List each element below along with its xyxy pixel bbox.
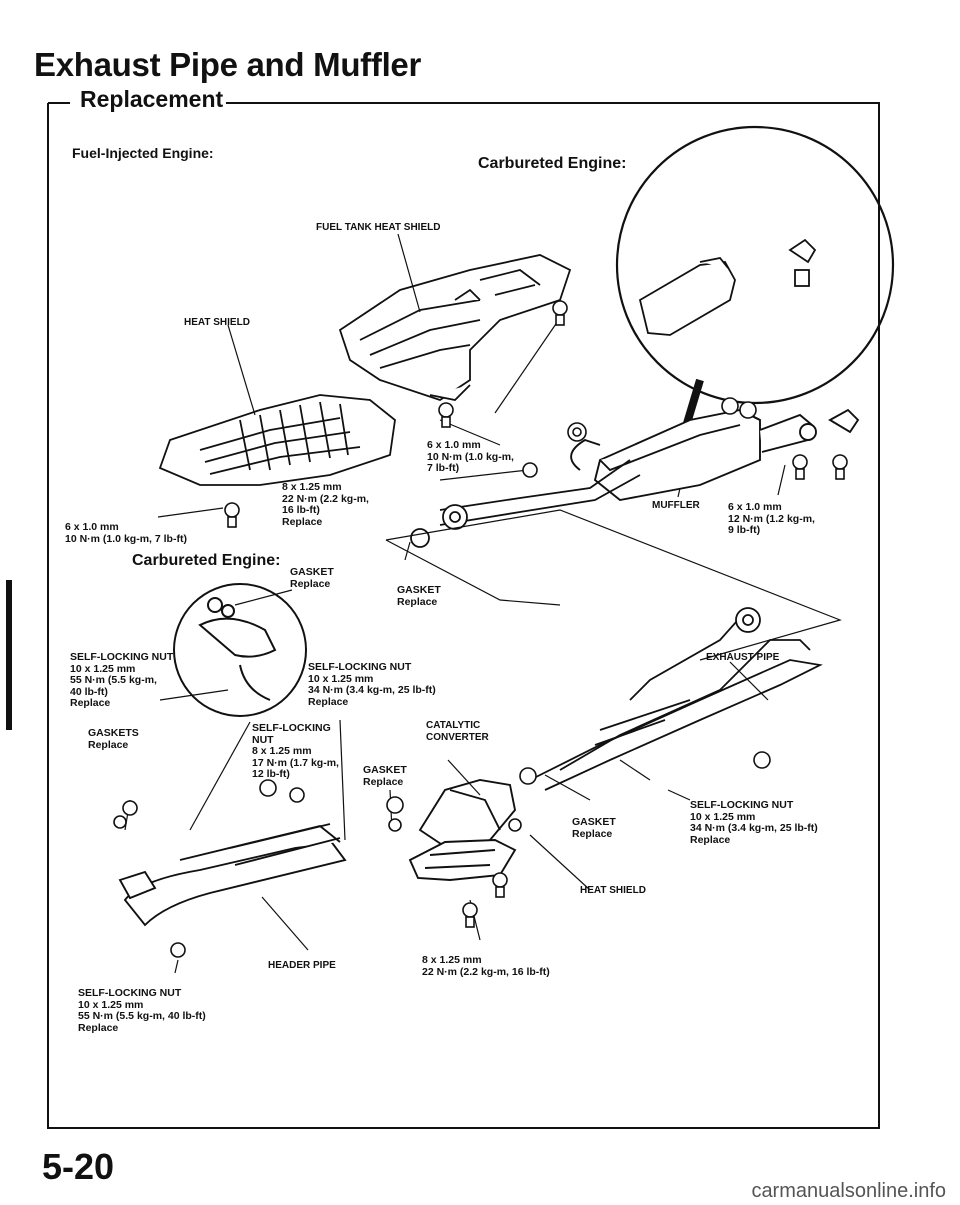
page-number: 5-20 bbox=[42, 1146, 115, 1187]
heat-shield-upper bbox=[158, 394, 396, 486]
label-gasket-d: GASKET Replace bbox=[572, 816, 616, 840]
page-title: Exhaust Pipe and Muffler bbox=[34, 46, 422, 83]
label-gasket-b: GASKET Replace bbox=[397, 584, 441, 608]
header-pipe bbox=[118, 823, 347, 927]
muffler bbox=[570, 408, 860, 502]
spec-self-locking-55nm-bottom: SELF-LOCKING NUT 10 x 1.25 mm 55 N·m (5.… bbox=[78, 987, 206, 1034]
label-exhaust-pipe: EXHAUST PIPE bbox=[706, 652, 780, 663]
section-frame bbox=[47, 102, 880, 1129]
margin-tab bbox=[6, 580, 12, 730]
caption-fuel-injected: Fuel-Injected Engine: bbox=[72, 145, 214, 161]
mid-pipe-upper bbox=[410, 459, 641, 548]
label-muffler: MUFFLER bbox=[652, 500, 700, 511]
watermark: carmanualsonline.info bbox=[751, 1180, 946, 1202]
label-fuel-tank-heat-shield: FUEL TANK HEAT SHIELD bbox=[316, 222, 441, 233]
spec-8x125-22nm-upper: 8 x 1.25 mm 22 N·m (2.2 kg-m, 16 lb-ft) … bbox=[282, 481, 369, 528]
muffler-detail bbox=[638, 238, 817, 336]
spec-6x1-12nm: 6 x 1.0 mm 12 N·m (1.2 kg-m, 9 lb-ft) bbox=[728, 501, 815, 536]
spec-6x1-10nm-upper: 6 x 1.0 mm 10 N·m (1.0 kg-m, 7 lb-ft) bbox=[427, 439, 514, 474]
label-gasket-c: GASKET Replace bbox=[363, 764, 407, 788]
bolt-icons-muffler bbox=[721, 397, 848, 480]
spec-self-locking-55nm-left: SELF-LOCKING NUT 10 x 1.25 mm 55 N·m (5.… bbox=[70, 651, 174, 709]
magnifier-circle bbox=[615, 125, 895, 442]
spec-self-locking-34nm-right: SELF-LOCKING NUT 10 x 1.25 mm 34 N·m (3.… bbox=[690, 799, 818, 846]
label-gasket-a: GASKET Replace bbox=[290, 566, 334, 590]
exhaust-pipe bbox=[529, 607, 823, 791]
label-gaskets: GASKETS Replace bbox=[88, 727, 139, 751]
label-header-pipe: HEADER PIPE bbox=[268, 960, 336, 971]
label-catalytic-2: CONVERTER bbox=[426, 732, 489, 743]
spec-self-locking-17nm: SELF-LOCKING NUT 8 x 1.25 mm 17 N·m (1.7… bbox=[252, 722, 339, 780]
label-catalytic-1: CATALYTIC bbox=[426, 720, 481, 731]
spec-6x1-10nm-left: 6 x 1.0 mm 10 N·m (1.0 kg-m, 7 lb-ft) bbox=[65, 521, 187, 545]
spec-self-locking-34nm-center: SELF-LOCKING NUT 10 x 1.25 mm 34 N·m (3.… bbox=[308, 661, 436, 708]
fuel-tank-heat-shield bbox=[338, 254, 572, 401]
section-heading: Replacement bbox=[80, 86, 224, 112]
carbureted-detail-circle bbox=[173, 583, 307, 717]
bolt-icons-upper bbox=[224, 300, 587, 528]
caption-carbureted-mid: Carbureted Engine: bbox=[132, 552, 281, 569]
caption-carbureted-top: Carbureted Engine: bbox=[478, 155, 627, 172]
catalytic-converter bbox=[408, 779, 517, 881]
label-heat-shield-bottom: HEAT SHIELD bbox=[580, 885, 646, 896]
label-heat-shield-top: HEAT SHIELD bbox=[184, 317, 250, 328]
spec-8x125-22nm-bottom: 8 x 1.25 mm 22 N·m (2.2 kg-m, 16 lb-ft) bbox=[422, 954, 550, 978]
bolt-icons-lower bbox=[113, 751, 771, 958]
